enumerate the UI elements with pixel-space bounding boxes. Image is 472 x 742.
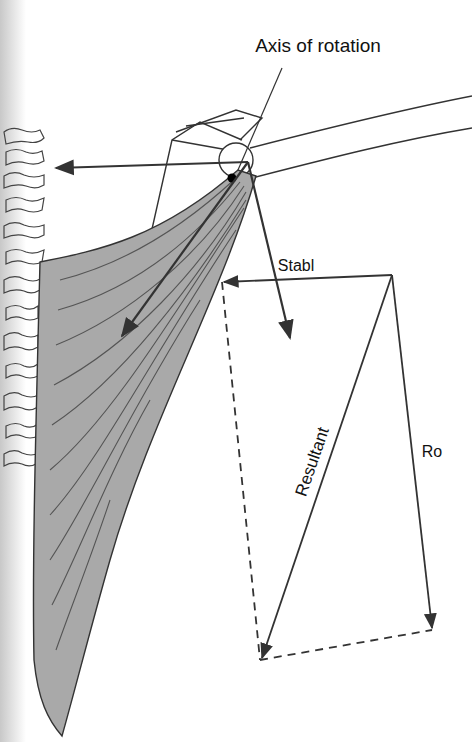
leader-line <box>238 68 282 170</box>
axis-label: Axis of rotation <box>255 36 381 57</box>
vector-parallelogram <box>222 275 432 660</box>
vector-label: Ro <box>422 443 442 461</box>
scan-shade <box>0 0 26 742</box>
vector-label: Resultant <box>292 425 333 499</box>
force-vector <box>56 162 290 338</box>
latissimus-dorsi <box>33 170 256 736</box>
vector-label: Stabl <box>278 257 314 275</box>
